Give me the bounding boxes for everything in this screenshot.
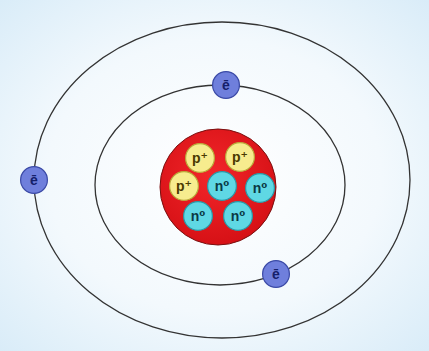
particle-symbol: ē [272, 267, 280, 281]
proton-particle: p⁺ [225, 142, 255, 172]
particle-symbol: n⁰ [231, 209, 246, 223]
electron-particle: ē [262, 260, 290, 288]
neutron-particle: n⁰ [245, 173, 275, 203]
particle-symbol: p⁺ [192, 151, 208, 165]
neutron-particle: n⁰ [207, 171, 237, 201]
particle-symbol: n⁰ [253, 181, 268, 195]
particle-text-group: ē [262, 260, 290, 288]
particle-symbol: n⁰ [191, 209, 206, 223]
particle-text-group: ē [212, 71, 240, 99]
electron-particle: ē [20, 166, 48, 194]
outer-orbit [34, 22, 410, 338]
particle-symbol: n⁰ [215, 179, 230, 193]
particle-symbol: ē [222, 78, 230, 92]
particle-text-group: n⁰ [207, 171, 237, 201]
particle-text-group: n⁰ [245, 173, 275, 203]
particle-text-group: n⁰ [223, 201, 253, 231]
proton-particle: p⁺ [185, 143, 215, 173]
particle-text-group: p⁺ [225, 142, 255, 172]
particle-symbol: p⁺ [232, 150, 248, 164]
particle-symbol: ē [30, 173, 38, 187]
nucleus [160, 129, 276, 245]
electron-particle: ē [212, 71, 240, 99]
particle-symbol: p⁺ [176, 179, 192, 193]
particle-text-group: n⁰ [183, 201, 213, 231]
neutron-particle: n⁰ [183, 201, 213, 231]
proton-particle: p⁺ [169, 171, 199, 201]
particle-text-group: p⁺ [185, 143, 215, 173]
particle-text-group: p⁺ [169, 171, 199, 201]
inner-orbit [95, 85, 345, 285]
particle-text-group: ē [20, 166, 48, 194]
neutron-particle: n⁰ [223, 201, 253, 231]
